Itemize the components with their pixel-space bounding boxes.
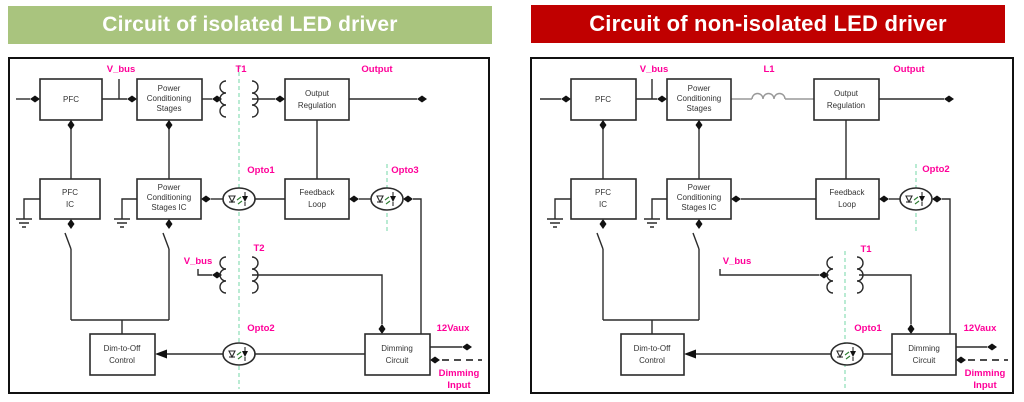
block-feedback-loop: Feedback Loop xyxy=(815,178,880,220)
svg-text:Stages: Stages xyxy=(157,104,182,113)
label-t1: T1 xyxy=(235,64,247,75)
svg-text:Regulation: Regulation xyxy=(827,101,865,110)
ground-icon xyxy=(113,218,131,228)
svg-text:Power: Power xyxy=(688,183,711,192)
label-opto2: Opto2 xyxy=(922,164,949,175)
isolated-panel-title: Circuit of isolated LED driver xyxy=(8,6,492,44)
optocoupler-opto1-icon xyxy=(222,187,256,211)
label-output: Output xyxy=(361,64,393,75)
svg-text:PFC: PFC xyxy=(595,95,611,104)
ground-icon xyxy=(546,218,564,228)
optocoupler-opto2-icon xyxy=(222,342,256,366)
svg-text:Dimming: Dimming xyxy=(381,344,413,353)
svg-text:Regulation: Regulation xyxy=(298,101,336,110)
label-12vaux: 12Vaux xyxy=(964,323,997,334)
wires xyxy=(540,79,1008,361)
label-dimming-input-1: Dimming xyxy=(965,368,1006,379)
svg-text:Power: Power xyxy=(688,84,711,93)
svg-text:PFC: PFC xyxy=(63,95,79,104)
svg-text:Conditioning: Conditioning xyxy=(147,94,191,103)
optocoupler-opto2-icon xyxy=(899,187,933,211)
svg-text:Dim-to-Off: Dim-to-Off xyxy=(104,344,142,353)
svg-text:Loop: Loop xyxy=(838,200,856,209)
label-l1: L1 xyxy=(763,64,775,75)
transformer-t1-icon xyxy=(826,256,864,294)
svg-text:Control: Control xyxy=(639,356,665,365)
block-pfc-ic: PFC IC xyxy=(39,178,101,220)
svg-text:Dim-to-Off: Dim-to-Off xyxy=(634,344,672,353)
label-dimming-input-2: Input xyxy=(447,380,471,391)
block-feedback-loop: Feedback Loop xyxy=(284,178,350,220)
svg-text:Conditioning: Conditioning xyxy=(147,193,191,202)
block-pfc: PFC xyxy=(39,78,103,121)
transformer-t1-icon xyxy=(219,80,259,118)
label-dimming-input-1: Dimming xyxy=(439,368,480,379)
non-isolated-panel-title: Circuit of non-isolated LED driver xyxy=(531,5,1005,43)
svg-text:Control: Control xyxy=(109,356,135,365)
connector-arrows xyxy=(561,95,997,364)
label-vbus: V_bus xyxy=(107,64,136,75)
isolated-diagram: PFC Power Conditioning Stages Output Reg… xyxy=(15,64,482,391)
inductor-l1-icon xyxy=(751,92,786,100)
optocoupler-opto1-icon xyxy=(830,342,864,366)
block-power-conditioning-stages: Power Conditioning Stages xyxy=(136,78,203,121)
label-12vaux: 12Vaux xyxy=(437,323,470,334)
isolated-diagram-panel: PFC Power Conditioning Stages Output Reg… xyxy=(8,57,490,394)
label-opto1: Opto1 xyxy=(854,323,882,334)
block-output-regulation: Output Regulation xyxy=(813,78,880,121)
label-dimming-input-2: Input xyxy=(973,380,997,391)
svg-text:Output: Output xyxy=(834,89,859,98)
block-pfc-ic: PFC IC xyxy=(570,178,637,220)
svg-text:Conditioning: Conditioning xyxy=(677,193,721,202)
block-dimming-circuit: Dimming Circuit xyxy=(364,333,431,376)
svg-text:Output: Output xyxy=(305,89,330,98)
svg-text:Power: Power xyxy=(158,84,181,93)
svg-text:IC: IC xyxy=(66,200,74,209)
svg-text:Circuit: Circuit xyxy=(913,356,936,365)
label-vbus: V_bus xyxy=(640,64,669,75)
svg-text:Circuit: Circuit xyxy=(386,356,409,365)
non-isolated-diagram-panel: PFC Power Conditioning Stages Output Reg… xyxy=(530,57,1014,394)
block-power-conditioning-stages-ic: Power Conditioning Stages IC xyxy=(136,178,202,220)
svg-text:PFC: PFC xyxy=(595,188,611,197)
svg-text:Loop: Loop xyxy=(308,200,326,209)
svg-text:Feedback: Feedback xyxy=(299,188,335,197)
label-t2: T2 xyxy=(253,243,264,254)
label-opto3: Opto3 xyxy=(391,165,418,176)
block-power-conditioning-stages-ic: Power Conditioning Stages IC xyxy=(666,178,732,220)
svg-text:Dimming: Dimming xyxy=(908,344,940,353)
ground-icon xyxy=(15,218,33,228)
label-vbus-aux: V_bus xyxy=(723,256,752,267)
block-power-conditioning-stages: Power Conditioning Stages xyxy=(666,78,732,121)
block-dim-to-off-control: Dim-to-Off Control xyxy=(620,333,685,376)
block-pfc: PFC xyxy=(570,78,637,121)
wires xyxy=(16,79,482,361)
label-opto2: Opto2 xyxy=(247,323,274,334)
non-isolated-diagram: PFC Power Conditioning Stages Output Reg… xyxy=(540,64,1008,391)
optocoupler-opto3-icon xyxy=(370,187,404,211)
label-vbus-aux: V_bus xyxy=(184,256,213,267)
svg-text:IC: IC xyxy=(599,200,607,209)
label-output: Output xyxy=(893,64,925,75)
svg-text:Conditioning: Conditioning xyxy=(677,94,721,103)
ground-icon xyxy=(643,218,661,228)
svg-text:Stages IC: Stages IC xyxy=(681,203,716,212)
svg-text:PFC: PFC xyxy=(62,188,78,197)
transformer-t2-icon xyxy=(219,256,259,294)
block-output-regulation: Output Regulation xyxy=(284,78,350,121)
svg-text:Stages IC: Stages IC xyxy=(151,203,186,212)
block-dimming-circuit: Dimming Circuit xyxy=(891,333,957,376)
block-dim-to-off-control: Dim-to-Off Control xyxy=(89,333,156,376)
svg-text:Stages: Stages xyxy=(687,104,712,113)
label-t1: T1 xyxy=(860,244,872,255)
svg-text:Power: Power xyxy=(158,183,181,192)
connector-arrows xyxy=(30,95,472,364)
svg-text:Feedback: Feedback xyxy=(829,188,865,197)
label-opto1: Opto1 xyxy=(247,165,275,176)
